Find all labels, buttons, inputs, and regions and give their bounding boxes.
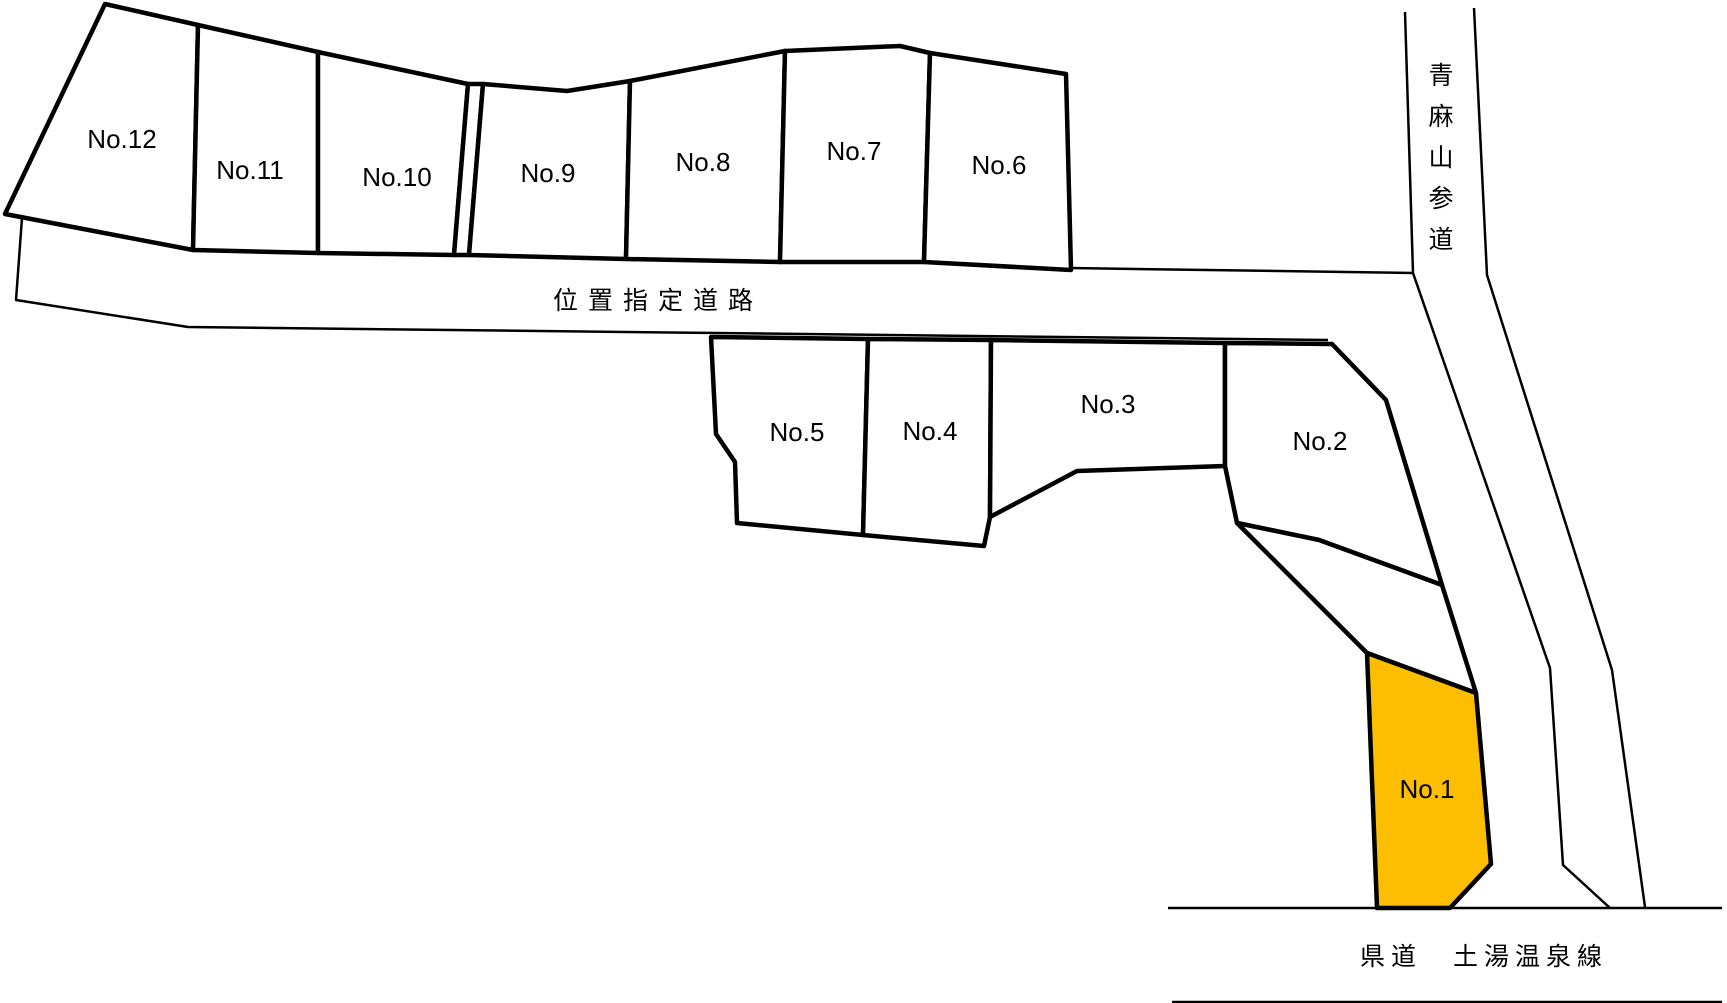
lot-label-no5: No.5 bbox=[770, 417, 825, 447]
lot-no6[interactable] bbox=[921, 50, 1074, 273]
approach-road-left-edge bbox=[1403, 11, 1611, 909]
lot-label-no12: No.12 bbox=[87, 124, 156, 154]
lot-no2-flagpole[interactable] bbox=[1234, 520, 1479, 696]
lot-no11[interactable] bbox=[190, 22, 321, 256]
designated-road-label: 位置指定道路 bbox=[553, 286, 763, 315]
approach-road-label: 青 麻 山 参 道 bbox=[1428, 61, 1453, 254]
lot-label-no2: No.2 bbox=[1293, 426, 1348, 456]
lot-label-no8: No.8 bbox=[676, 147, 731, 177]
approach-road-right-edge bbox=[1472, 7, 1647, 908]
lot-label-no6: No.6 bbox=[972, 150, 1027, 180]
lot-no3[interactable] bbox=[987, 337, 1228, 520]
lot-no10[interactable] bbox=[315, 49, 471, 258]
designated-road-top-edge bbox=[1069, 266, 1414, 275]
lot-no4[interactable] bbox=[860, 336, 994, 549]
approach-road-char: 山 bbox=[1428, 143, 1453, 172]
designated-road-outline bbox=[14, 217, 1329, 342]
approach-road-char: 麻 bbox=[1428, 102, 1453, 131]
lot-label-no7: No.7 bbox=[827, 136, 882, 166]
approach-road-char: 青 bbox=[1428, 61, 1453, 90]
lot-label-no4: No.4 bbox=[903, 416, 958, 446]
approach-road-char: 参 bbox=[1428, 184, 1453, 213]
lot-label-no11: No.11 bbox=[216, 155, 283, 185]
lot-no1[interactable] bbox=[1364, 650, 1494, 911]
lot-label-no3: No.3 bbox=[1081, 389, 1136, 419]
lot-label-no10: No.10 bbox=[362, 162, 431, 192]
lot-label-no9: No.9 bbox=[521, 158, 576, 188]
prefectural-road-label: 県道 土湯温泉線 bbox=[1360, 942, 1608, 971]
approach-road-char: 道 bbox=[1428, 225, 1453, 254]
lot-label-no1: No.1 bbox=[1400, 774, 1455, 804]
